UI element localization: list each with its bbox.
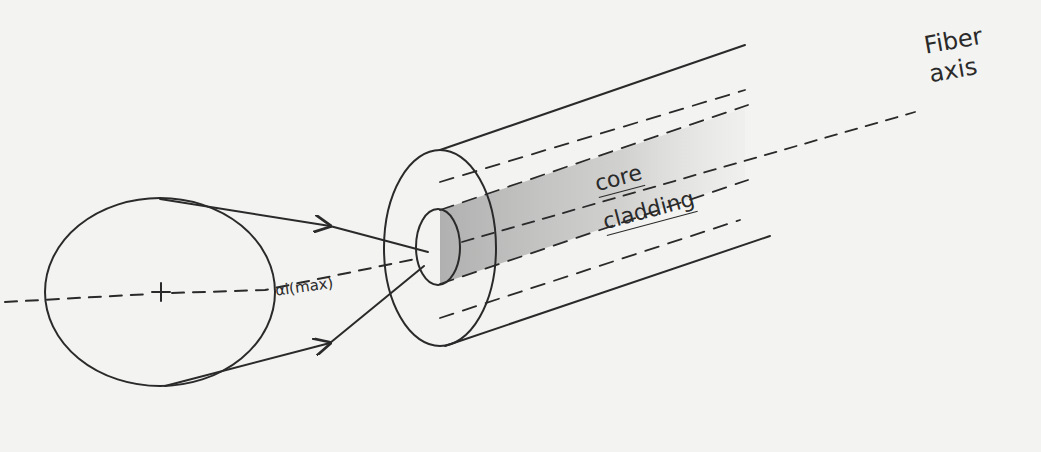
ray — [165, 343, 330, 386]
cladding-face — [384, 150, 496, 346]
axis-label: Fiber axis — [922, 16, 1021, 88]
angle-label: αi(max) — [274, 274, 334, 300]
source-disc — [45, 198, 275, 386]
hidden-edge — [440, 90, 745, 182]
optical-axis — [5, 258, 420, 302]
fiber-axis-line — [462, 112, 915, 242]
cladding-edge — [445, 236, 770, 346]
center-mark — [152, 283, 170, 301]
ray — [330, 226, 428, 252]
core-face — [416, 209, 460, 285]
core-edge — [440, 105, 748, 210]
ray — [160, 199, 330, 226]
cladding-edge — [440, 45, 745, 150]
